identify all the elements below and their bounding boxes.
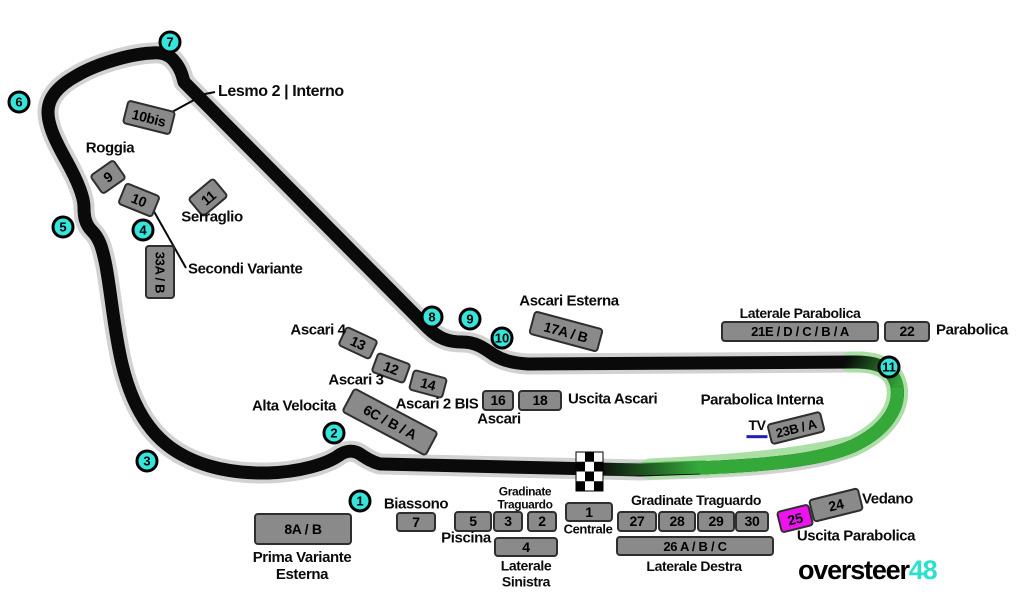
grandstand-label: 24 [826,495,846,515]
label-lesmo-2-interno: Lesmo 2 | Interno [218,83,344,101]
brand-text-cyan: 48 [908,555,938,585]
label-secondi-variante: Secondi Variante [188,260,303,278]
start-finish-checkered-flag [575,451,604,492]
turn-marker-8: 8 [420,305,444,329]
grandstand-28[interactable]: 28 [658,510,696,532]
grandstand-label: 18 [532,392,548,408]
grandstand-27[interactable]: 27 [617,510,657,532]
turn-marker-7: 7 [158,30,182,54]
grandstand-30[interactable]: 30 [735,510,769,532]
grandstand-label: 26 A / B / C [663,538,727,554]
grandstand-26-a-b-c[interactable]: 26 A / B / C [616,536,774,556]
grandstand-22[interactable]: 22 [884,320,930,342]
label-uscita-parabolica: Uscita Parabolica [796,527,916,545]
grandstand-3[interactable]: 3 [493,510,523,532]
parabolica-green [699,386,904,475]
grandstand-label: 4 [522,539,530,555]
grandstand-2[interactable]: 2 [527,510,557,532]
grandstand-1[interactable]: 1 [565,502,613,522]
grandstand-label: 21E / D / C / B / A [751,323,849,339]
grandstand-label: 29 [708,513,724,529]
turn-marker-1: 1 [348,489,372,513]
grandstand-label: 22 [899,323,915,339]
oversteer48-logo: oversteer48 [798,555,938,586]
label-parabolica: Parabolica [936,321,1008,339]
grandstand-label: 9 [100,168,116,186]
label-biassono: Biassono [383,495,449,513]
label-ascari-2-bis: Ascari 2 BIS [395,395,479,413]
turn-marker-10: 10 [490,326,514,350]
label-laterale-destra: Laterale Destra [646,558,742,575]
grandstand-7[interactable]: 7 [396,512,436,532]
grandstand-label: 8A / B [284,521,322,537]
label-ascari-3: Ascari 3 [328,371,384,389]
label-ascari: Ascari [477,410,521,428]
turn-marker-4: 4 [131,218,155,242]
grandstand-23b-a[interactable]: 23B / A [766,410,826,446]
label-parabolica-interna: Parabolica Interna [700,391,824,409]
turn-marker-2: 2 [322,421,346,445]
label-laterale-sinistra: Laterale Sinistra [500,557,552,589]
grandstand-33a-b[interactable]: 33A / B [145,245,175,299]
grandstand-label: 5 [469,513,477,529]
grandstand-label: 11 [197,186,219,208]
lesmo-callout-line [171,91,216,113]
grandstand-label: 1 [585,504,593,520]
grandstand-4[interactable]: 4 [494,537,558,557]
grandstand-label: 7 [412,514,420,530]
turn-marker-9: 9 [458,307,482,331]
grandstand-label: 33A / B [152,251,168,293]
grandstand-21e-d-c-b-a[interactable]: 21E / D / C / B / A [721,320,879,342]
grandstand-label: 27 [629,513,645,529]
grandstand-label: 25 [785,508,805,528]
grandstand-16[interactable]: 16 [482,389,514,411]
label-ascari-esterna: Ascari Esterna [519,292,619,310]
grandstand-label: 23B / A [774,415,818,441]
grandstand-label: 10 [129,189,149,211]
label-gradinate-traguardo-left: Gradinate Traguardo [497,484,553,512]
grandstand-8a-b[interactable]: 8A / B [254,513,352,545]
grandstand-17a-b[interactable]: 17A / B [527,309,605,353]
grandstand-24[interactable]: 24 [807,487,865,523]
grandstand-10bis[interactable]: 10bis [121,98,177,136]
turn-marker-5: 5 [51,215,75,239]
turn-marker-6: 6 [7,90,31,114]
label-uscita-ascari: Uscita Ascari [568,390,658,408]
grandstand-label: 3 [504,513,512,529]
label-gradinate-traguardo-right: Gradinate Traguardo [630,492,762,509]
turn-marker-3: 3 [135,449,159,473]
label-vedano: Vedano [862,490,913,508]
grandstand-10[interactable]: 10 [116,181,162,219]
grandstand-label: 17A / B [542,317,590,345]
label-alta-velocita: Alta Velocita [251,397,337,415]
grandstand-label: 30 [744,513,760,529]
turn-marker-11: 11 [877,355,901,379]
grandstand-29[interactable]: 29 [697,510,735,532]
grandstand-5[interactable]: 5 [454,510,492,532]
grandstand-label: 28 [669,513,685,529]
label-piscina: Piscina [441,529,491,547]
brand-text-black: oversteer [798,555,910,585]
grandstand-label: 13 [347,332,369,354]
grandstand-label: 10bis [130,105,168,129]
grandstand-label: 16 [490,392,506,408]
grandstand-label: 12 [381,357,401,379]
label-prima-variante-esterna: Prima Variante Esterna [252,549,352,583]
secondi-variante-callout-line [151,207,187,269]
grandstand-label: 2 [538,513,546,529]
grandstand-18[interactable]: 18 [518,389,562,411]
label-tv: TV [746,417,768,438]
grandstand-label: 14 [418,374,438,394]
label-centrale: Centrale [563,521,613,537]
parabolica-green-fade-in [597,460,707,477]
label-laterale-parabolica: Laterale Parabolica [739,305,861,322]
label-ascari-4: Ascari 4 [290,321,346,339]
label-serraglio: Serraglio [181,208,243,226]
label-roggia: Roggia [85,139,135,157]
